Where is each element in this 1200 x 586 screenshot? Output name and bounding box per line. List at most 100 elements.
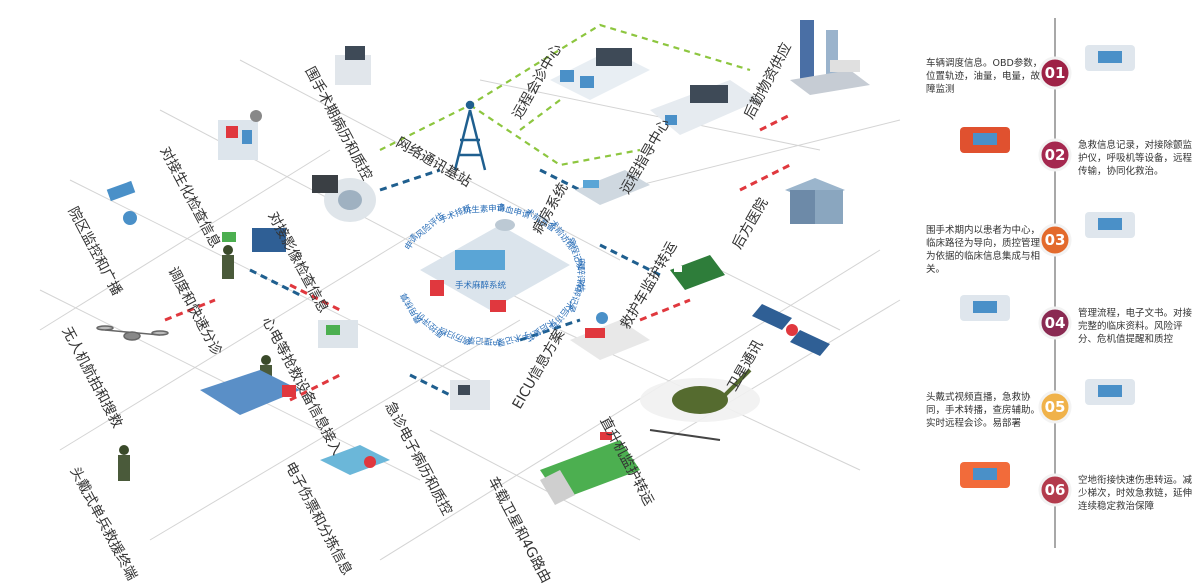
icu-bed-icon (570, 312, 650, 360)
lab-station-icon (218, 110, 262, 160)
timeline-badge-circle (1038, 306, 1072, 340)
timeline-note-06: 空地衔接快速伤患转运。减少梯次，时效急救链，延伸连续稳定救治保障 (1078, 475, 1193, 512)
ward-beds-icon (960, 295, 1010, 321)
ambulance-icon (1085, 45, 1135, 71)
network-path (379, 23, 751, 151)
timeline-badges: 01 02 03 04 05 06 (1038, 56, 1072, 507)
smart-glasses-icon (1085, 379, 1135, 405)
emergency-link (639, 298, 691, 322)
grid-line (69, 179, 471, 381)
ambulance-icon (670, 255, 725, 290)
timeline-badge-circle (1038, 223, 1072, 257)
imaging-screens-icon (222, 228, 286, 252)
data-links (249, 168, 661, 407)
guide-center-icon (650, 80, 760, 135)
er-workstation-icon (450, 380, 490, 410)
timeline-badge-04: 04 (1038, 306, 1072, 340)
helicopter-icon (640, 368, 760, 441)
timeline-badge-03: 03 (1038, 223, 1072, 257)
grid-line (239, 59, 621, 261)
timeline-badge-06: 06 (1038, 473, 1072, 507)
timeline-badge-number: 05 (1045, 398, 1066, 416)
node-label-triage: 调度和快速分诊 (164, 264, 224, 358)
network-path (519, 99, 561, 131)
node-label-imaging-interface: 对接影像检查信息 (264, 209, 332, 316)
timeline-note-04: 管理流程，电子文书。对接完整的临床资料。风险评分、危机值提醒和质控 (1078, 308, 1193, 345)
emergency-link (164, 298, 216, 322)
consult-room-icon (550, 48, 650, 100)
node-label-ambulance: 救护车监护转运 (617, 239, 681, 332)
timeline-badge-number: 03 (1045, 231, 1066, 249)
soldier-icon (222, 245, 234, 279)
timeline-badge-circle (1038, 56, 1072, 90)
operating-theatre-icon (420, 219, 570, 312)
timeline-badge-02: 02 (1038, 138, 1072, 172)
node-label-broadcast: 院区监控和广播 (64, 204, 124, 298)
data-link (519, 318, 581, 342)
node-label-uav: 无人机航拍和搜救 (58, 324, 125, 430)
node-label-wound-record: 电子伤票和分拣信息 (281, 459, 355, 578)
drone-icon (96, 325, 169, 341)
timeline-note-01: 车辆调度信息。OBD参数，位置轨迹，油量，电量，故障监测 (926, 58, 1043, 95)
ecg-device-icon (318, 320, 358, 348)
timeline-badge-05: 05 (1038, 390, 1072, 424)
grid-line (699, 259, 841, 331)
helicopter-icon (960, 462, 1010, 488)
wound-card-map-icon (320, 445, 390, 475)
soldier-icon (118, 445, 130, 481)
timeline-icons (960, 45, 1135, 488)
timeline-badge-circle (1038, 473, 1072, 507)
cctv-camera-icon (106, 180, 137, 225)
cell-tower-icon (453, 100, 487, 171)
isometric-scenes (96, 20, 870, 505)
emergency-link (289, 373, 341, 402)
field-treatment-icon (200, 370, 300, 415)
ct-scanner-icon (312, 175, 376, 222)
timeline-badge-number: 01 (1045, 64, 1066, 82)
node-label-rear-hospital: 后方医院 (730, 196, 772, 252)
data-link (379, 168, 441, 192)
emergency-link (759, 113, 791, 132)
grid-line (429, 429, 641, 541)
logistics-plant-icon (790, 20, 870, 95)
timeline-badge-number: 02 (1045, 146, 1066, 164)
node-label-er-record: 急诊电子病历和质控 (381, 399, 454, 518)
hospital-building-icon (785, 178, 845, 224)
emergency-link (289, 283, 341, 312)
data-link (249, 268, 301, 297)
grid-line (479, 79, 821, 151)
records-desk-icon (335, 46, 371, 85)
ring-label: 费用核算 (398, 290, 425, 325)
timeline-badge-01: 01 (1038, 56, 1072, 90)
node-label-vehicle-sat: 车载卫星和4G路由 (484, 474, 554, 586)
satellite-icon (752, 304, 830, 356)
timeline-badge-circle (1038, 138, 1072, 172)
timeline-note-02: 急救信息记录，对接除颤监护仪，呼吸机等设备，远程传输，协同化救治。 (1078, 140, 1193, 177)
emergency-link (739, 163, 791, 192)
node-label-headcam: 头戴式单兵救援终端 (66, 464, 139, 583)
monitor-device-icon (960, 127, 1010, 153)
timeline-badge-number: 04 (1045, 314, 1066, 332)
ring-label: 抗生素申请 (462, 202, 506, 216)
grid-line (379, 249, 881, 561)
ward-bed-icon (575, 170, 650, 205)
grid-line (59, 229, 421, 451)
node-label-lab-interface: 对接生化检查信息 (156, 144, 224, 251)
center-monitor-label: 手术麻醉系统 (455, 280, 507, 291)
grid-line (149, 319, 521, 541)
timeline-badge-circle (1038, 390, 1072, 424)
timeline-note-05: 头戴式视频直播，急救协同，手术转播，查房辅助。实时远程会诊。易部署 (926, 392, 1041, 429)
ring-label: 麻醉评估 (575, 258, 586, 293)
satellite-truck-icon (540, 432, 640, 505)
timeline-badge-number: 06 (1045, 481, 1066, 499)
ring-label: 护理记录 (466, 334, 501, 347)
node-label-logistics: 后勤物资供应 (741, 40, 795, 122)
operating-room-icon (1085, 212, 1135, 238)
node-label-satellite-comm: 卫星通讯 (725, 338, 767, 394)
network-paths (379, 23, 751, 167)
network-path (469, 104, 641, 167)
timeline-note-03: 围手术期内以患者为中心，临床路径为导向，质控管理为依据的临床信息集成与相关。 (926, 225, 1041, 275)
emergency-links (164, 113, 791, 402)
